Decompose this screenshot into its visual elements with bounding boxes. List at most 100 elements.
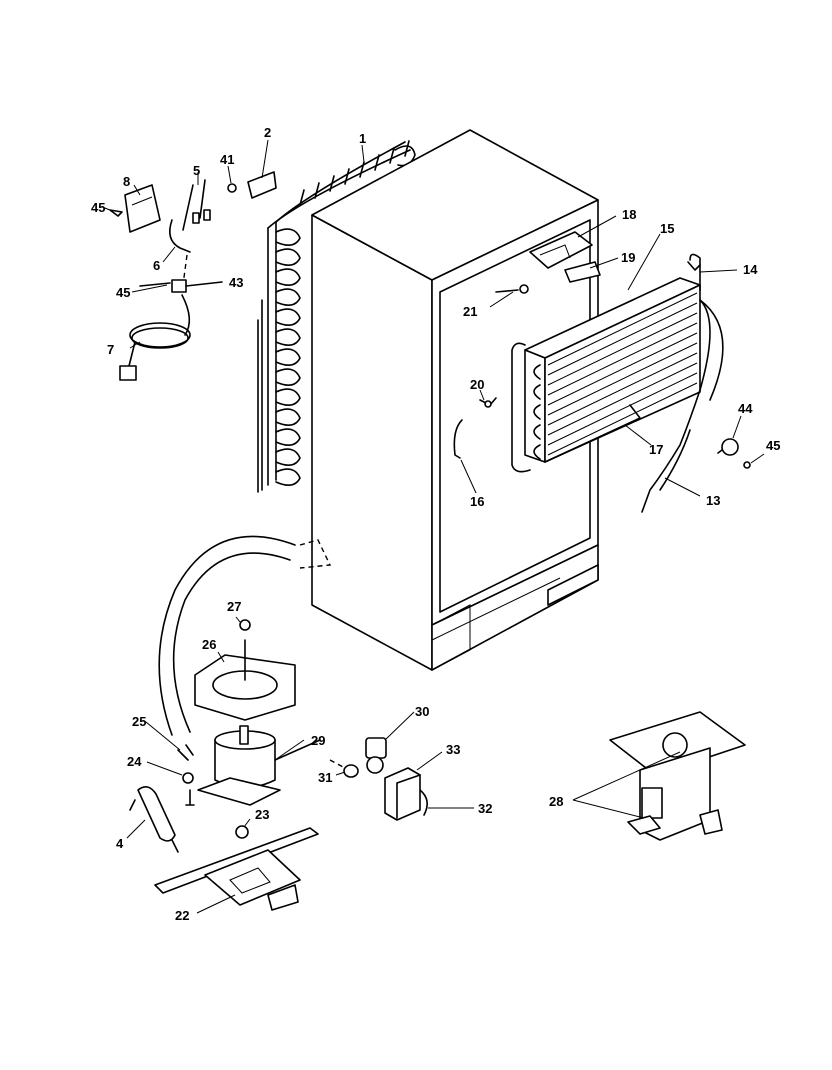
- coil-loop: [275, 468, 301, 486]
- evaporator-fin: [547, 332, 698, 406]
- evaporator-fin: [547, 302, 698, 376]
- callout-16: 16: [470, 494, 484, 509]
- refrigerator-cabinet: [311, 129, 599, 671]
- evaporator-fin: [547, 322, 698, 396]
- evaporator-fin: [547, 352, 698, 426]
- callout-45-upper: 45: [91, 200, 105, 215]
- condenser-coil: [257, 140, 416, 493]
- flow-arrow: [158, 535, 296, 736]
- callout-14: 14: [743, 262, 758, 277]
- callout-43: 43: [229, 275, 243, 290]
- cover-plate: [564, 261, 601, 283]
- compressor-28: [609, 711, 746, 841]
- callout-26: 26: [202, 637, 216, 652]
- callout-7: 7: [107, 342, 114, 357]
- evaporator-return-bend: [533, 424, 541, 440]
- callout-41: 41: [220, 152, 234, 167]
- bracket-8: [124, 184, 161, 233]
- base-rail-22: [154, 827, 319, 911]
- callout-18: 18: [622, 207, 636, 222]
- wire-6: [169, 219, 191, 286]
- callout-4: 4: [116, 836, 124, 851]
- evaporator-fin: [547, 362, 698, 436]
- coil-loop: [275, 308, 301, 326]
- callout-45-mid: 45: [116, 285, 130, 300]
- coil-loop: [275, 408, 301, 426]
- callout-25: 25: [132, 714, 146, 729]
- coil-loop: [275, 348, 301, 366]
- tube-25: [177, 744, 194, 761]
- callout-15: 15: [660, 221, 674, 236]
- coil-loop: [275, 448, 301, 466]
- coil-top-segment: [299, 189, 305, 206]
- callout-31: 31: [318, 770, 332, 785]
- callout-29: 29: [311, 733, 325, 748]
- callout-labels: 1 2 41 8 45 5 6 45 43 7 18 15 19 14 21 2…: [91, 125, 780, 923]
- callout-8: 8: [123, 174, 130, 189]
- leader-lines: [104, 139, 765, 914]
- control-bracket: [529, 231, 593, 269]
- coil-loop: [275, 248, 301, 266]
- relay-43: [139, 279, 223, 293]
- callout-5: 5: [193, 163, 200, 178]
- callout-22: 22: [175, 908, 189, 923]
- compressor-motor-29: [197, 725, 321, 806]
- coil-loop: [275, 428, 301, 446]
- callout-20: 20: [470, 377, 484, 392]
- callout-2: 2: [264, 125, 271, 140]
- callout-24: 24: [127, 754, 142, 769]
- callout-32: 32: [478, 801, 492, 816]
- grommet-23: [235, 825, 249, 839]
- callout-30: 30: [415, 704, 429, 719]
- evaporator-return-bend: [533, 404, 541, 420]
- evaporator-fin: [547, 372, 698, 446]
- overload-31: [329, 759, 359, 778]
- coil-loop: [275, 268, 301, 286]
- capacitor-33: [384, 767, 428, 821]
- tube-16: [453, 419, 463, 459]
- relay-30: [365, 737, 387, 774]
- callout-23: 23: [255, 807, 269, 822]
- drain-trough: [544, 404, 641, 463]
- callout-45-right: 45: [766, 438, 780, 453]
- coil-loop: [275, 388, 301, 406]
- grommet-24: [182, 772, 194, 784]
- drip-tray-26: [194, 639, 296, 721]
- clip-20: [479, 397, 497, 408]
- coil-top-segment: [344, 168, 350, 185]
- screw-45-upper: [109, 209, 123, 217]
- screw-45-right: [743, 461, 751, 469]
- callout-28: 28: [549, 794, 563, 809]
- coil-loop: [275, 368, 301, 386]
- callout-19: 19: [621, 250, 635, 265]
- drier-4: [129, 786, 179, 853]
- coil-top-segment: [314, 182, 320, 199]
- coil-top-segment: [359, 161, 365, 178]
- coil-top-segment: [404, 140, 410, 157]
- evaporator-fin: [547, 312, 698, 386]
- callout-17: 17: [649, 442, 663, 457]
- callout-44: 44: [738, 401, 753, 416]
- screw-21: [495, 284, 529, 294]
- thermostat-clip: [687, 261, 701, 271]
- evaporator-fin: [547, 292, 698, 366]
- evaporator-fin: [547, 342, 698, 416]
- callout-21: 21: [463, 304, 477, 319]
- power-cord-7: [119, 294, 191, 381]
- coil-top-segment: [374, 154, 380, 171]
- evaporator-coil: [511, 253, 724, 473]
- callout-1: 1: [359, 131, 366, 146]
- evaporator-fin: [547, 382, 698, 456]
- evaporator-return-bend: [533, 364, 541, 380]
- callout-27: 27: [227, 599, 241, 614]
- callout-33: 33: [446, 742, 460, 757]
- coil-loop: [275, 328, 301, 346]
- callout-6: 6: [153, 258, 160, 273]
- screw-27: [239, 619, 251, 631]
- evaporator-return-bend: [533, 384, 541, 400]
- wire-harness-5: [182, 179, 211, 231]
- coil-loop: [275, 288, 301, 306]
- evaporator-return-bend: [533, 444, 541, 460]
- coil-loop: [275, 228, 301, 246]
